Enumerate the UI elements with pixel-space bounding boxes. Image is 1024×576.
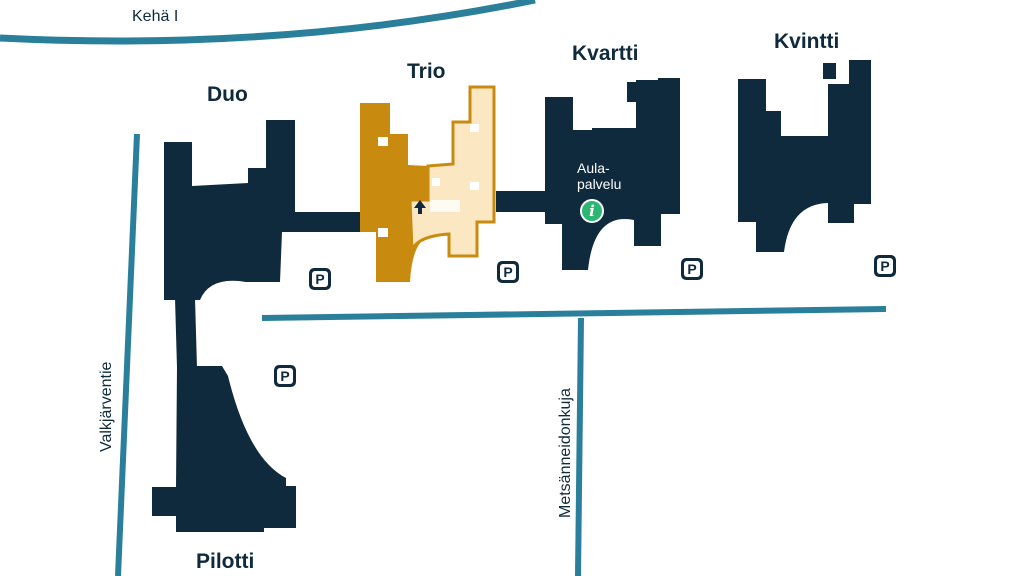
parking-label: P	[312, 271, 328, 287]
parking-icon[interactable]: P	[681, 258, 703, 280]
trio-window-2	[378, 228, 388, 237]
building-label-trio: Trio	[407, 60, 446, 83]
building-connector-trio-kvartti	[496, 191, 546, 212]
aula-line-2: palvelu	[577, 176, 622, 192]
trio-window-1	[378, 137, 388, 146]
aula-service-label: Aula- palvelu	[577, 160, 621, 192]
building-label-kvartti: Kvartti	[572, 42, 639, 65]
parking-icon[interactable]: P	[274, 365, 296, 387]
trio-window-5	[432, 178, 440, 186]
parking-icon[interactable]: P	[497, 261, 519, 283]
road-south	[575, 317, 584, 576]
building-label-kvintti: Kvintti	[774, 30, 840, 53]
road-label-ring: Kehä I	[132, 8, 179, 25]
parking-icon[interactable]: P	[874, 255, 896, 277]
road-west	[115, 133, 140, 576]
building-duo	[164, 120, 362, 300]
trio-window-3	[470, 124, 479, 132]
parking-label: P	[277, 368, 293, 384]
info-glyph: i	[589, 202, 595, 220]
kvintti-annex	[823, 63, 836, 79]
road-ring	[0, 0, 536, 45]
road-label-south: Metsänneidonkuja	[557, 388, 574, 518]
building-pilotti	[152, 366, 296, 532]
building-connector-duo-pilotti	[175, 298, 197, 368]
info-icon[interactable]: i	[580, 199, 604, 223]
parking-icon[interactable]: P	[309, 268, 331, 290]
arrow-up-icon	[414, 200, 426, 214]
building-trio-dark	[360, 103, 428, 282]
parking-label: P	[684, 261, 700, 277]
building-kvartti	[545, 78, 680, 270]
road-main	[261, 306, 887, 321]
building-kvintti	[738, 60, 871, 252]
parking-label: P	[500, 264, 516, 280]
road-label-west: Valkjärventie	[98, 361, 115, 452]
aula-line-1: Aula-	[577, 160, 610, 176]
trio-window-4	[470, 182, 479, 190]
building-label-pilotti: Pilotti	[196, 550, 255, 573]
trio-entrance-area	[430, 200, 460, 212]
building-label-duo: Duo	[207, 83, 248, 106]
parking-label: P	[877, 258, 893, 274]
kvartti-annex	[627, 82, 639, 102]
